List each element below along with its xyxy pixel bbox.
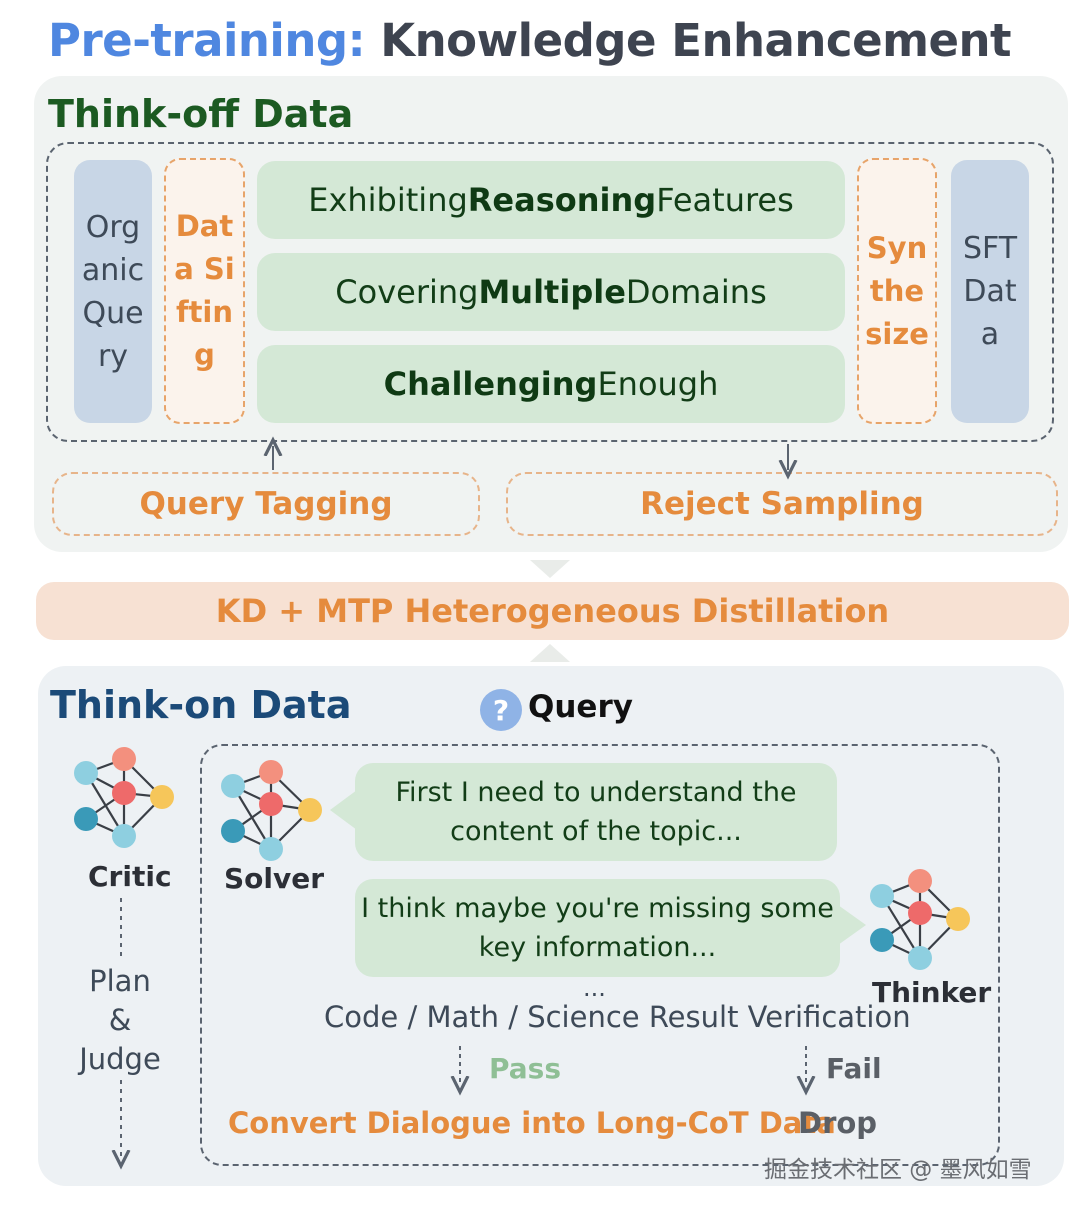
judge-text: Judge (79, 1042, 161, 1076)
synthesize-label: Synthesize (865, 230, 929, 351)
convert-dialogue-label: Convert Dialogue into Long-CoT Data (228, 1106, 836, 1140)
dialogue-frame (200, 744, 1000, 1166)
feature-challenging: Challenging Enough (257, 345, 845, 423)
title-main: Knowledge Enhancement (380, 14, 1012, 67)
solver-speech-bubble: First I need to understand the content o… (355, 763, 837, 861)
feature-reasoning: Exhibiting Reasoning Features (257, 161, 845, 239)
think-off-pipeline-frame (46, 142, 1054, 442)
bubble-2-line-2: key information... (478, 932, 717, 963)
critic-label: Critic (88, 860, 172, 893)
feature-text-bold: Challenging (383, 365, 598, 403)
question-icon: ? (480, 689, 522, 731)
reject-sampling-label: Reject Sampling (640, 486, 924, 522)
title-prefix: Pre-training: (48, 14, 366, 67)
feature-domains: Covering Multiple Domains (257, 253, 845, 331)
chevron-up-icon (530, 644, 570, 662)
think-off-title: Think-off Data (48, 92, 354, 136)
sft-data-box: SFT Data (951, 160, 1029, 423)
fail-label: Fail (826, 1052, 882, 1085)
sft-data-label: SFT Data (962, 231, 1018, 352)
feature-text-pre: Covering (335, 273, 479, 311)
query-label: Query (528, 689, 633, 725)
page-title: Pre-training: Knowledge Enhancement (48, 14, 1012, 67)
pass-label: Pass (489, 1052, 561, 1085)
think-on-title: Think-on Data (50, 683, 352, 727)
feature-text-pre: Exhibiting (308, 181, 468, 219)
bubble-1-line-2: content of the topic... (450, 816, 742, 847)
query-tagging-box: Query Tagging (52, 472, 480, 536)
chevron-down-icon (530, 560, 570, 578)
feature-text-post: Domains (625, 273, 767, 311)
drop-label: Drop (798, 1106, 878, 1140)
thinker-label: Thinker (872, 976, 992, 1009)
organic-query-box: Organic Query (74, 160, 152, 423)
plan-text: Plan (89, 964, 151, 998)
feature-text-bold: Multiple (478, 273, 626, 311)
data-sifting-box: Data Sifting (164, 158, 245, 424)
organic-query-label: Organic Query (81, 209, 145, 374)
synthesize-box: Synthesize (857, 158, 937, 424)
reject-sampling-box: Reject Sampling (506, 472, 1058, 536)
distillation-bar: KD + MTP Heterogeneous Distillation (36, 582, 1069, 640)
bubble-2-line-1: I think maybe you're missing some (361, 893, 834, 924)
amp-text: & (108, 1003, 132, 1037)
verification-label: Code / Math / Science Result Verificatio… (324, 1000, 911, 1034)
ellipsis-text: ... (583, 974, 606, 1002)
thinker-speech-bubble: I think maybe you're missing some key in… (355, 879, 840, 977)
watermark: 掘金技术社区 @ 墨风如雪 (764, 1157, 1032, 1183)
feature-text-bold: Reasoning (467, 181, 657, 219)
feature-text-post: Enough (597, 365, 719, 403)
feature-text-post: Features (656, 181, 794, 219)
data-sifting-label: Data Sifting (174, 209, 235, 372)
bubble-1-line-1: First I need to understand the (395, 777, 797, 808)
solver-label: Solver (224, 862, 325, 895)
distillation-label: KD + MTP Heterogeneous Distillation (215, 592, 890, 630)
query-tagging-label: Query Tagging (139, 486, 393, 522)
plan-judge-label: Plan & Judge (70, 962, 170, 1079)
